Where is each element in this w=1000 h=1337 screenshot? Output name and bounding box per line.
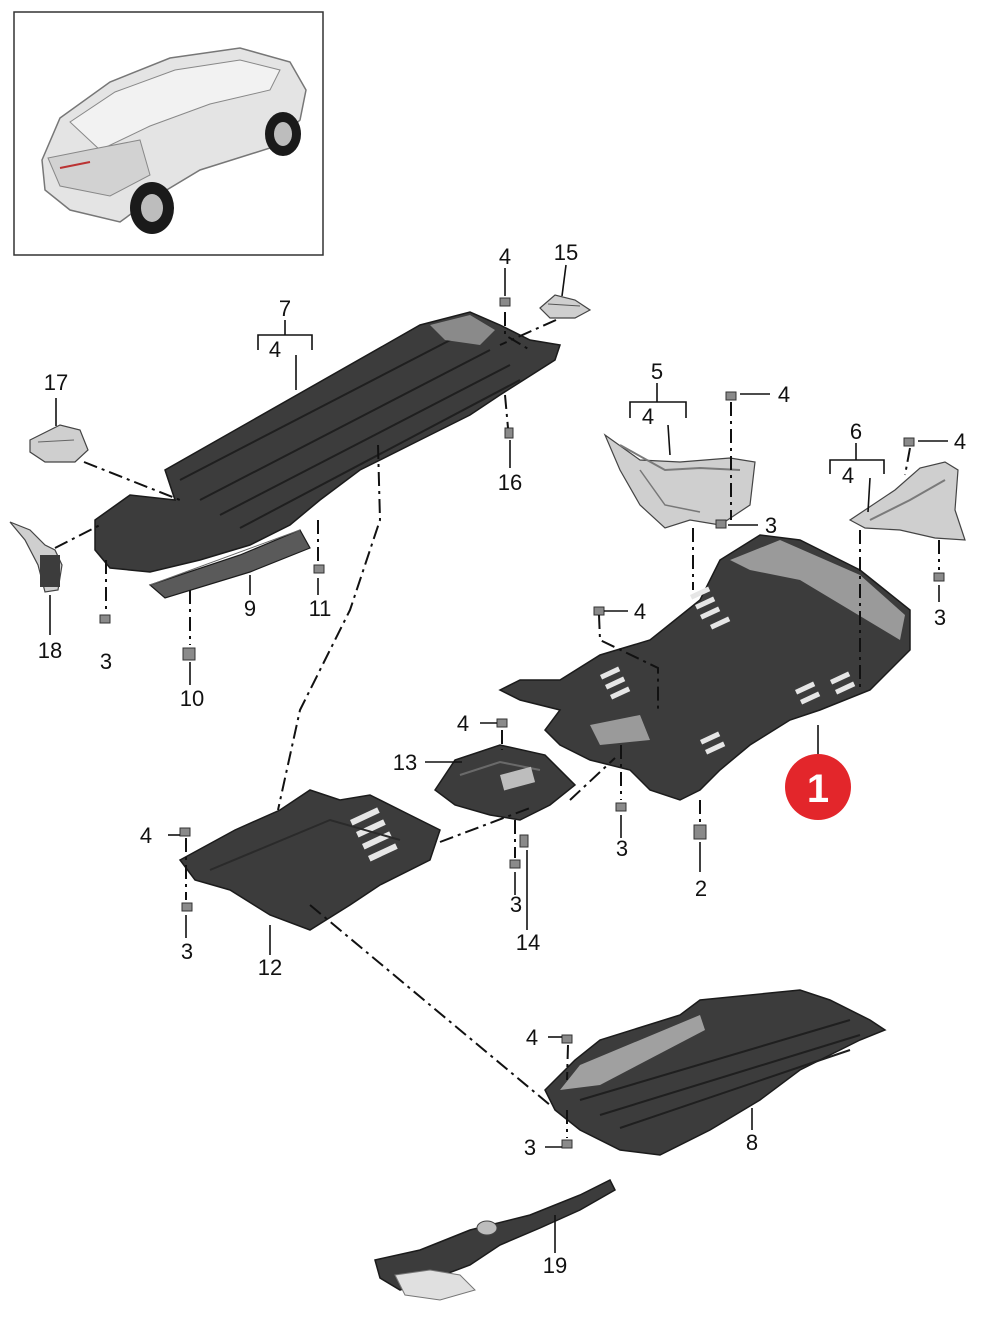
callout-16[interactable]: 16 xyxy=(498,470,522,495)
callout-14[interactable]: 14 xyxy=(516,930,540,955)
callout-4[interactable]: 4 xyxy=(140,823,152,848)
part-19-strip xyxy=(374,1178,616,1301)
callout-2[interactable]: 2 xyxy=(695,876,707,901)
callout-3[interactable]: 3 xyxy=(524,1135,536,1160)
part-1-main-underbody-panel xyxy=(498,534,911,801)
callout-4[interactable]: 4 xyxy=(954,429,966,454)
callout-17[interactable]: 17 xyxy=(44,370,68,395)
callout-11[interactable]: 11 xyxy=(309,596,332,621)
callout-3[interactable]: 3 xyxy=(510,892,522,917)
callout-19[interactable]: 19 xyxy=(543,1253,567,1278)
highlight-badge-label: 1 xyxy=(807,767,829,811)
part-7-underbody-panel xyxy=(94,311,561,573)
part-9-strip xyxy=(148,529,311,599)
callout-18[interactable]: 18 xyxy=(38,638,62,663)
callout-3[interactable]: 3 xyxy=(181,939,193,964)
highlight-badge[interactable]: 1 xyxy=(785,754,851,820)
part-8-underbody-panel xyxy=(544,989,887,1156)
callout-13[interactable]: 13 xyxy=(393,750,417,775)
vent-slots xyxy=(600,586,856,755)
assembly-lines xyxy=(54,312,940,1138)
part-12-front-underbody-panel xyxy=(178,789,441,931)
callout-4[interactable]: 4 xyxy=(499,244,511,269)
part-18-bracket xyxy=(9,521,63,593)
callout-9[interactable]: 9 xyxy=(244,596,256,621)
callout-3[interactable]: 3 xyxy=(934,605,946,630)
callout-3[interactable]: 3 xyxy=(100,649,112,674)
callout-4[interactable]: 4 xyxy=(778,382,790,407)
callout-3[interactable]: 3 xyxy=(616,836,628,861)
callout-10[interactable]: 10 xyxy=(180,686,204,711)
leader-lines xyxy=(49,264,948,1253)
part-15-bracket xyxy=(539,294,592,319)
callout-7-qty: 4 xyxy=(269,337,281,362)
callout-7[interactable]: 7 xyxy=(279,296,291,321)
callout-5-qty: 4 xyxy=(642,404,654,429)
callout-4[interactable]: 4 xyxy=(457,711,469,736)
callout-15[interactable]: 15 xyxy=(554,240,578,265)
callout-4[interactable]: 4 xyxy=(634,599,646,624)
callout-8[interactable]: 8 xyxy=(746,1130,758,1155)
callout-6-qty: 4 xyxy=(842,463,854,488)
callout-5[interactable]: 5 xyxy=(651,359,663,384)
vehicle-thumbnail xyxy=(13,11,324,256)
callouts: 7 4 4 15 17 16 18 3 9 11 10 5 4 4 3 6 4 … xyxy=(38,240,966,1278)
part-5-wheel-arch-liner xyxy=(603,433,756,529)
callout-12[interactable]: 12 xyxy=(258,955,282,980)
callout-3[interactable]: 3 xyxy=(765,513,777,538)
part-13-panel xyxy=(433,744,577,821)
fasteners xyxy=(99,297,945,1149)
part-17-bracket xyxy=(29,424,89,463)
part-6-wheel-arch-liner xyxy=(848,461,966,541)
callout-4[interactable]: 4 xyxy=(526,1025,538,1050)
callout-6[interactable]: 6 xyxy=(850,419,862,444)
